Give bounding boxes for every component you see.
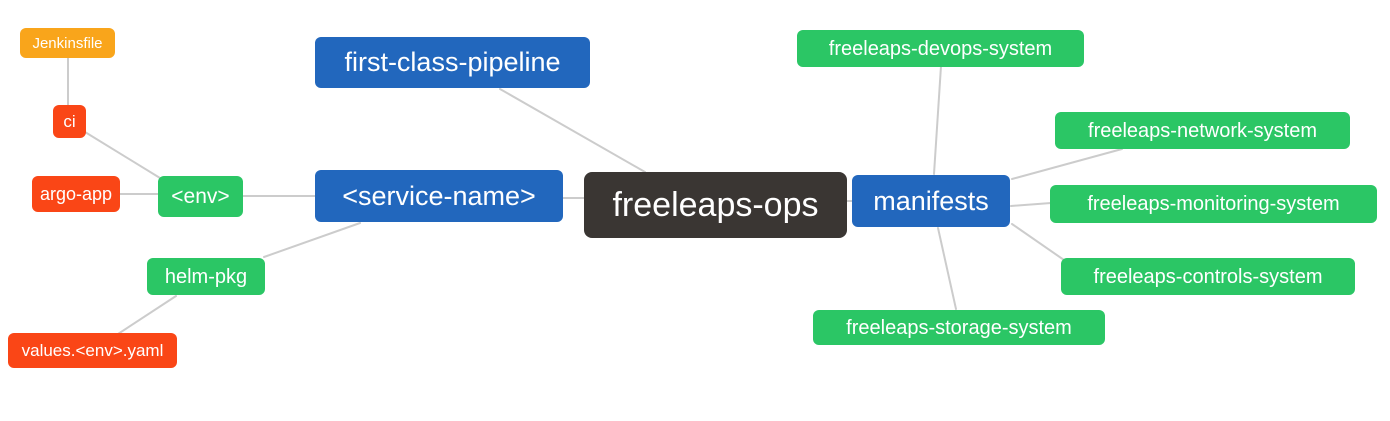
node-ci[interactable]: ci	[53, 105, 86, 138]
edge-manifests-storage	[937, 227, 957, 310]
edge-helm-pkg-values-yaml	[117, 295, 177, 335]
node-freeleaps-network-system[interactable]: freeleaps-network-system	[1055, 112, 1350, 149]
edge-manifests-network	[1011, 148, 1123, 180]
node-freeleaps-ops-root[interactable]: freeleaps-ops	[584, 172, 847, 238]
node-manifests[interactable]: manifests	[852, 175, 1010, 227]
node-freeleaps-storage-system[interactable]: freeleaps-storage-system	[813, 310, 1105, 345]
edge-ci-env	[84, 131, 161, 179]
edge-manifests-controls	[1011, 223, 1065, 261]
node-freeleaps-controls-system[interactable]: freeleaps-controls-system	[1061, 258, 1355, 295]
node-values-env-yaml[interactable]: values.<env>.yaml	[8, 333, 177, 368]
node-argo-app[interactable]: argo-app	[32, 176, 120, 212]
edge-pipeline-freeleaps-ops	[499, 88, 646, 173]
edge-manifests-monitoring	[1010, 202, 1052, 207]
node-freeleaps-devops-system[interactable]: freeleaps-devops-system	[797, 30, 1084, 67]
edge-manifests-devops	[933, 65, 942, 175]
node-env[interactable]: <env>	[158, 176, 243, 217]
node-first-class-pipeline[interactable]: first-class-pipeline	[315, 37, 590, 88]
node-jenkinsfile[interactable]: Jenkinsfile	[20, 28, 115, 58]
node-helm-pkg[interactable]: helm-pkg	[147, 258, 265, 295]
node-freeleaps-monitoring-system[interactable]: freeleaps-monitoring-system	[1050, 185, 1377, 223]
edge-service-name-helm-pkg	[263, 222, 361, 258]
node-service-name[interactable]: <service-name>	[315, 170, 563, 222]
